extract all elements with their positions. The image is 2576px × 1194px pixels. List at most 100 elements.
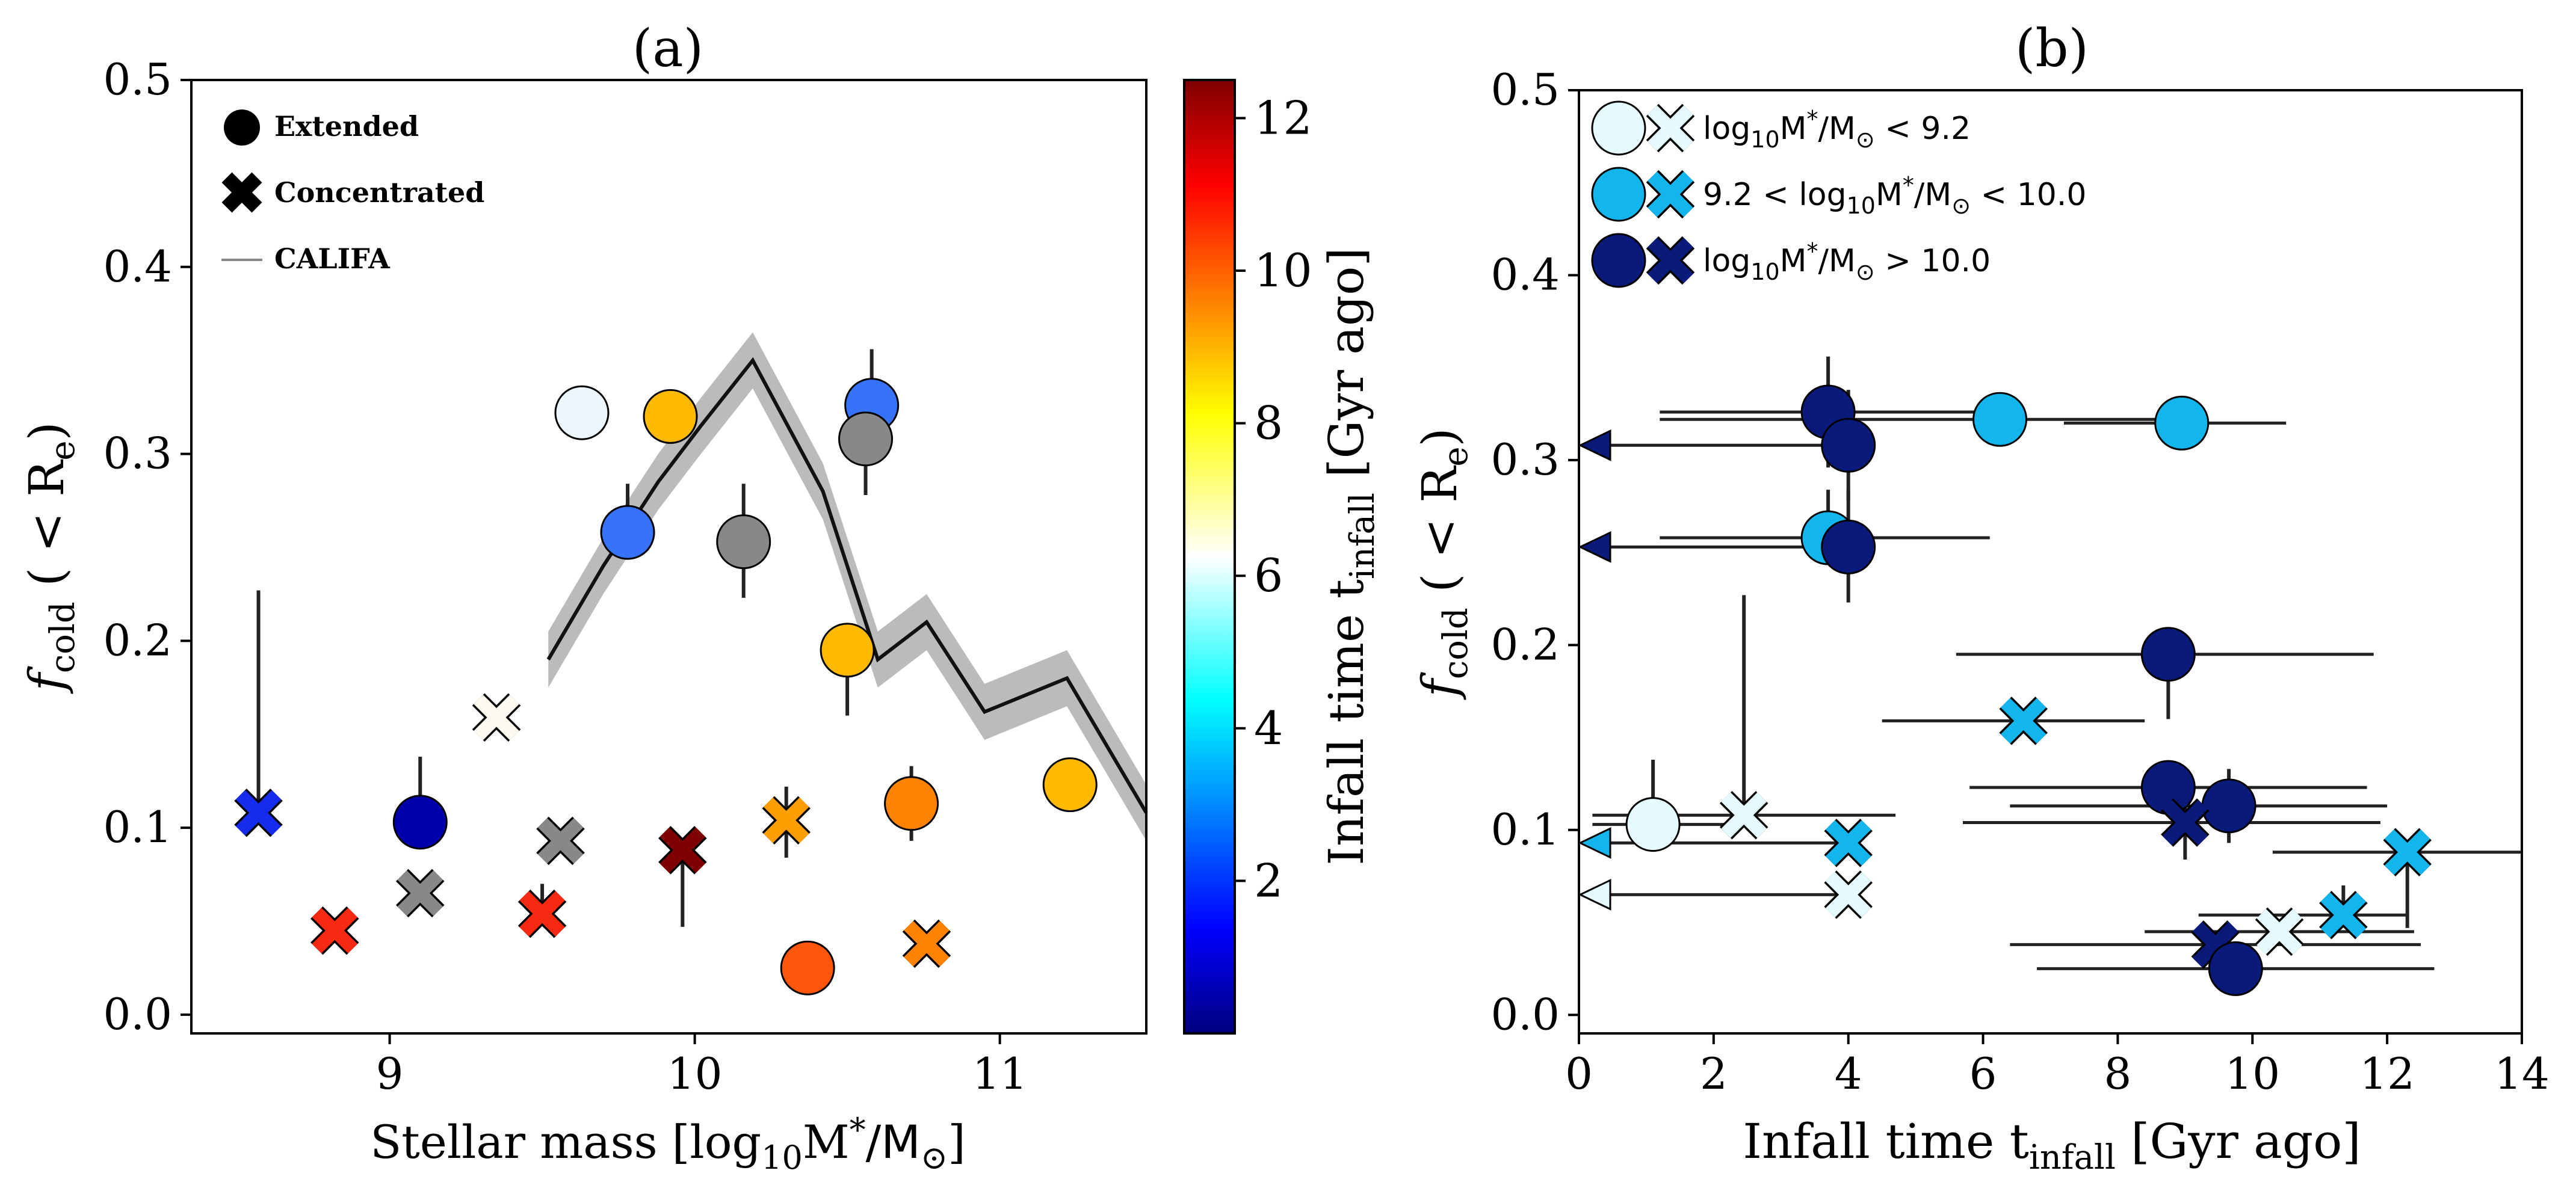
b-point-concentrated bbox=[1999, 697, 2048, 745]
b-legend-label: 9.2 < log10M*/M⊙ < 10.0 bbox=[1703, 172, 2087, 219]
b-upper-limit-arrow bbox=[1578, 879, 1611, 911]
panel-b-y-ticks: 0.0 0.1 0.2 0.3 0.4 0.5 bbox=[1490, 64, 1579, 1039]
b-point-concentrated bbox=[2255, 907, 2304, 956]
a-point-extended bbox=[716, 514, 771, 570]
a-x-tick-label: 9 bbox=[376, 1048, 404, 1099]
b-point-extended bbox=[2140, 627, 2196, 682]
b-legend-label: log10M*/M⊙ > 10.0 bbox=[1703, 238, 1991, 285]
colorbar-ticks: 2 4 6 8 10 12 bbox=[1235, 91, 1312, 907]
a-y-tick-label: 0.0 bbox=[103, 989, 172, 1039]
panel-a-frame bbox=[190, 79, 1147, 1035]
panel-a-y-ticks: 0.0 0.1 0.2 0.3 0.4 0.5 bbox=[103, 54, 191, 1039]
legend-califa-label: CALIFA bbox=[274, 242, 391, 275]
a-point-concentrated bbox=[396, 869, 445, 918]
a-point-extended bbox=[820, 623, 875, 678]
b-point-concentrated bbox=[2319, 890, 2368, 940]
b-y-tick-label: 0.4 bbox=[1490, 249, 1560, 300]
a-point-concentrated bbox=[902, 919, 951, 968]
legend-extended-label: Extended bbox=[274, 110, 419, 143]
b-point-extended bbox=[2154, 395, 2210, 451]
b-y-tick-label: 0.0 bbox=[1490, 989, 1560, 1039]
colorbar-tick-label: 6 bbox=[1254, 549, 1283, 602]
panel-a-x-label: Stellar mass [log10M*/M⊙] bbox=[370, 1111, 966, 1177]
a-point-extended bbox=[392, 795, 448, 850]
b-point-concentrated bbox=[2383, 828, 2432, 876]
b-point-extended bbox=[2201, 778, 2256, 834]
b-legend-circle-marker bbox=[1591, 233, 1646, 288]
a-y-tick-label: 0.4 bbox=[103, 241, 172, 292]
panel-b-y-label: fcold ( < Re) bbox=[1412, 428, 1475, 700]
b-y-tick-label: 0.3 bbox=[1490, 434, 1560, 485]
a-point-extended bbox=[600, 505, 655, 560]
b-x-tick-label: 2 bbox=[1700, 1048, 1728, 1099]
panel-b-plot-area bbox=[1578, 356, 2522, 996]
panel-a-plot-area bbox=[234, 332, 1148, 996]
panel-a-title: (a) bbox=[632, 19, 703, 79]
a-x-tick-label: 10 bbox=[667, 1048, 723, 1099]
legend-concentrated-marker bbox=[221, 172, 262, 213]
colorbar-tick-label: 4 bbox=[1254, 701, 1283, 755]
legend-extended-marker bbox=[224, 109, 260, 146]
a-y-tick-label: 0.5 bbox=[103, 54, 172, 105]
a-y-tick-label: 0.3 bbox=[103, 428, 172, 479]
panel-a-legend: Extended Concentrated CALIFA bbox=[221, 109, 484, 275]
b-point-concentrated bbox=[2161, 798, 2210, 847]
colorbar: 2 4 6 8 10 12 Infall time tinfall [Gyr ago] bbox=[1183, 79, 1382, 1035]
a-point-extended bbox=[838, 411, 894, 467]
b-point-extended bbox=[2208, 941, 2263, 996]
a-point-concentrated bbox=[658, 826, 707, 875]
panel-b-legend: log10M*/M⊙ < 9.29.2 < log10M*/M⊙ < 10.0l… bbox=[1591, 100, 2087, 288]
b-x-tick-label: 6 bbox=[1969, 1048, 1997, 1099]
b-point-extended bbox=[1972, 392, 2028, 447]
b-point-concentrated bbox=[1719, 790, 1768, 840]
a-point-extended bbox=[554, 385, 610, 440]
b-y-tick-label: 0.1 bbox=[1490, 804, 1560, 855]
colorbar-tick-label: 8 bbox=[1254, 396, 1283, 450]
a-point-concentrated bbox=[234, 789, 283, 837]
panel-a: (a) 9 10 11 0.0 0.1 0.2 0.3 0.4 0.5 Extended Co… bbox=[19, 19, 1382, 1177]
a-point-concentrated bbox=[517, 889, 567, 938]
b-upper-limit-arrow bbox=[1578, 531, 1611, 563]
b-upper-limit-arrow bbox=[1578, 826, 1611, 859]
colorbar-tick-label: 10 bbox=[1254, 244, 1312, 297]
b-y-tick-label: 0.5 bbox=[1490, 64, 1560, 115]
b-point-extended bbox=[1821, 417, 1876, 473]
a-point-extended bbox=[884, 776, 939, 831]
a-point-extended bbox=[780, 940, 835, 996]
colorbar-label: Infall time tinfall [Gyr ago] bbox=[1318, 247, 1382, 865]
a-y-tick-label: 0.2 bbox=[103, 615, 172, 665]
a-point-extended bbox=[643, 389, 698, 444]
colorbar-tick-label: 12 bbox=[1254, 91, 1312, 144]
b-legend-cross-marker bbox=[1646, 236, 1695, 285]
a-point-concentrated bbox=[472, 693, 521, 742]
b-y-tick-label: 0.2 bbox=[1490, 619, 1560, 669]
b-point-concentrated bbox=[1824, 819, 1873, 867]
colorbar-gradient bbox=[1183, 79, 1236, 1035]
califa-band bbox=[548, 332, 1146, 841]
a-y-tick-label: 0.1 bbox=[103, 802, 172, 852]
b-point-concentrated bbox=[1824, 870, 1873, 919]
colorbar-tick-label: 2 bbox=[1254, 854, 1283, 907]
a-point-concentrated bbox=[310, 906, 359, 955]
a-point-concentrated bbox=[536, 816, 585, 866]
b-legend-cross-marker bbox=[1646, 103, 1695, 153]
b-legend-circle-marker bbox=[1591, 167, 1646, 222]
panel-b-title: (b) bbox=[2015, 19, 2089, 79]
b-x-tick-label: 14 bbox=[2494, 1048, 2550, 1099]
a-x-tick-label: 11 bbox=[972, 1048, 1028, 1099]
panel-b-frame bbox=[1578, 89, 2523, 1035]
b-upper-limit-arrow bbox=[1578, 429, 1611, 461]
b-point-extended bbox=[1821, 519, 1876, 574]
b-x-tick-label: 4 bbox=[1835, 1048, 1862, 1099]
legend-concentrated-label: Concentrated bbox=[274, 176, 484, 209]
a-point-concentrated bbox=[762, 796, 811, 845]
b-legend-cross-marker bbox=[1646, 170, 1695, 219]
b-legend-circle-marker bbox=[1591, 100, 1646, 156]
b-point-extended bbox=[1625, 797, 1681, 852]
b-x-tick-label: 10 bbox=[2225, 1048, 2280, 1099]
panel-a-y-label: fcold ( < Re) bbox=[19, 422, 82, 694]
a-point-extended bbox=[1042, 757, 1098, 813]
